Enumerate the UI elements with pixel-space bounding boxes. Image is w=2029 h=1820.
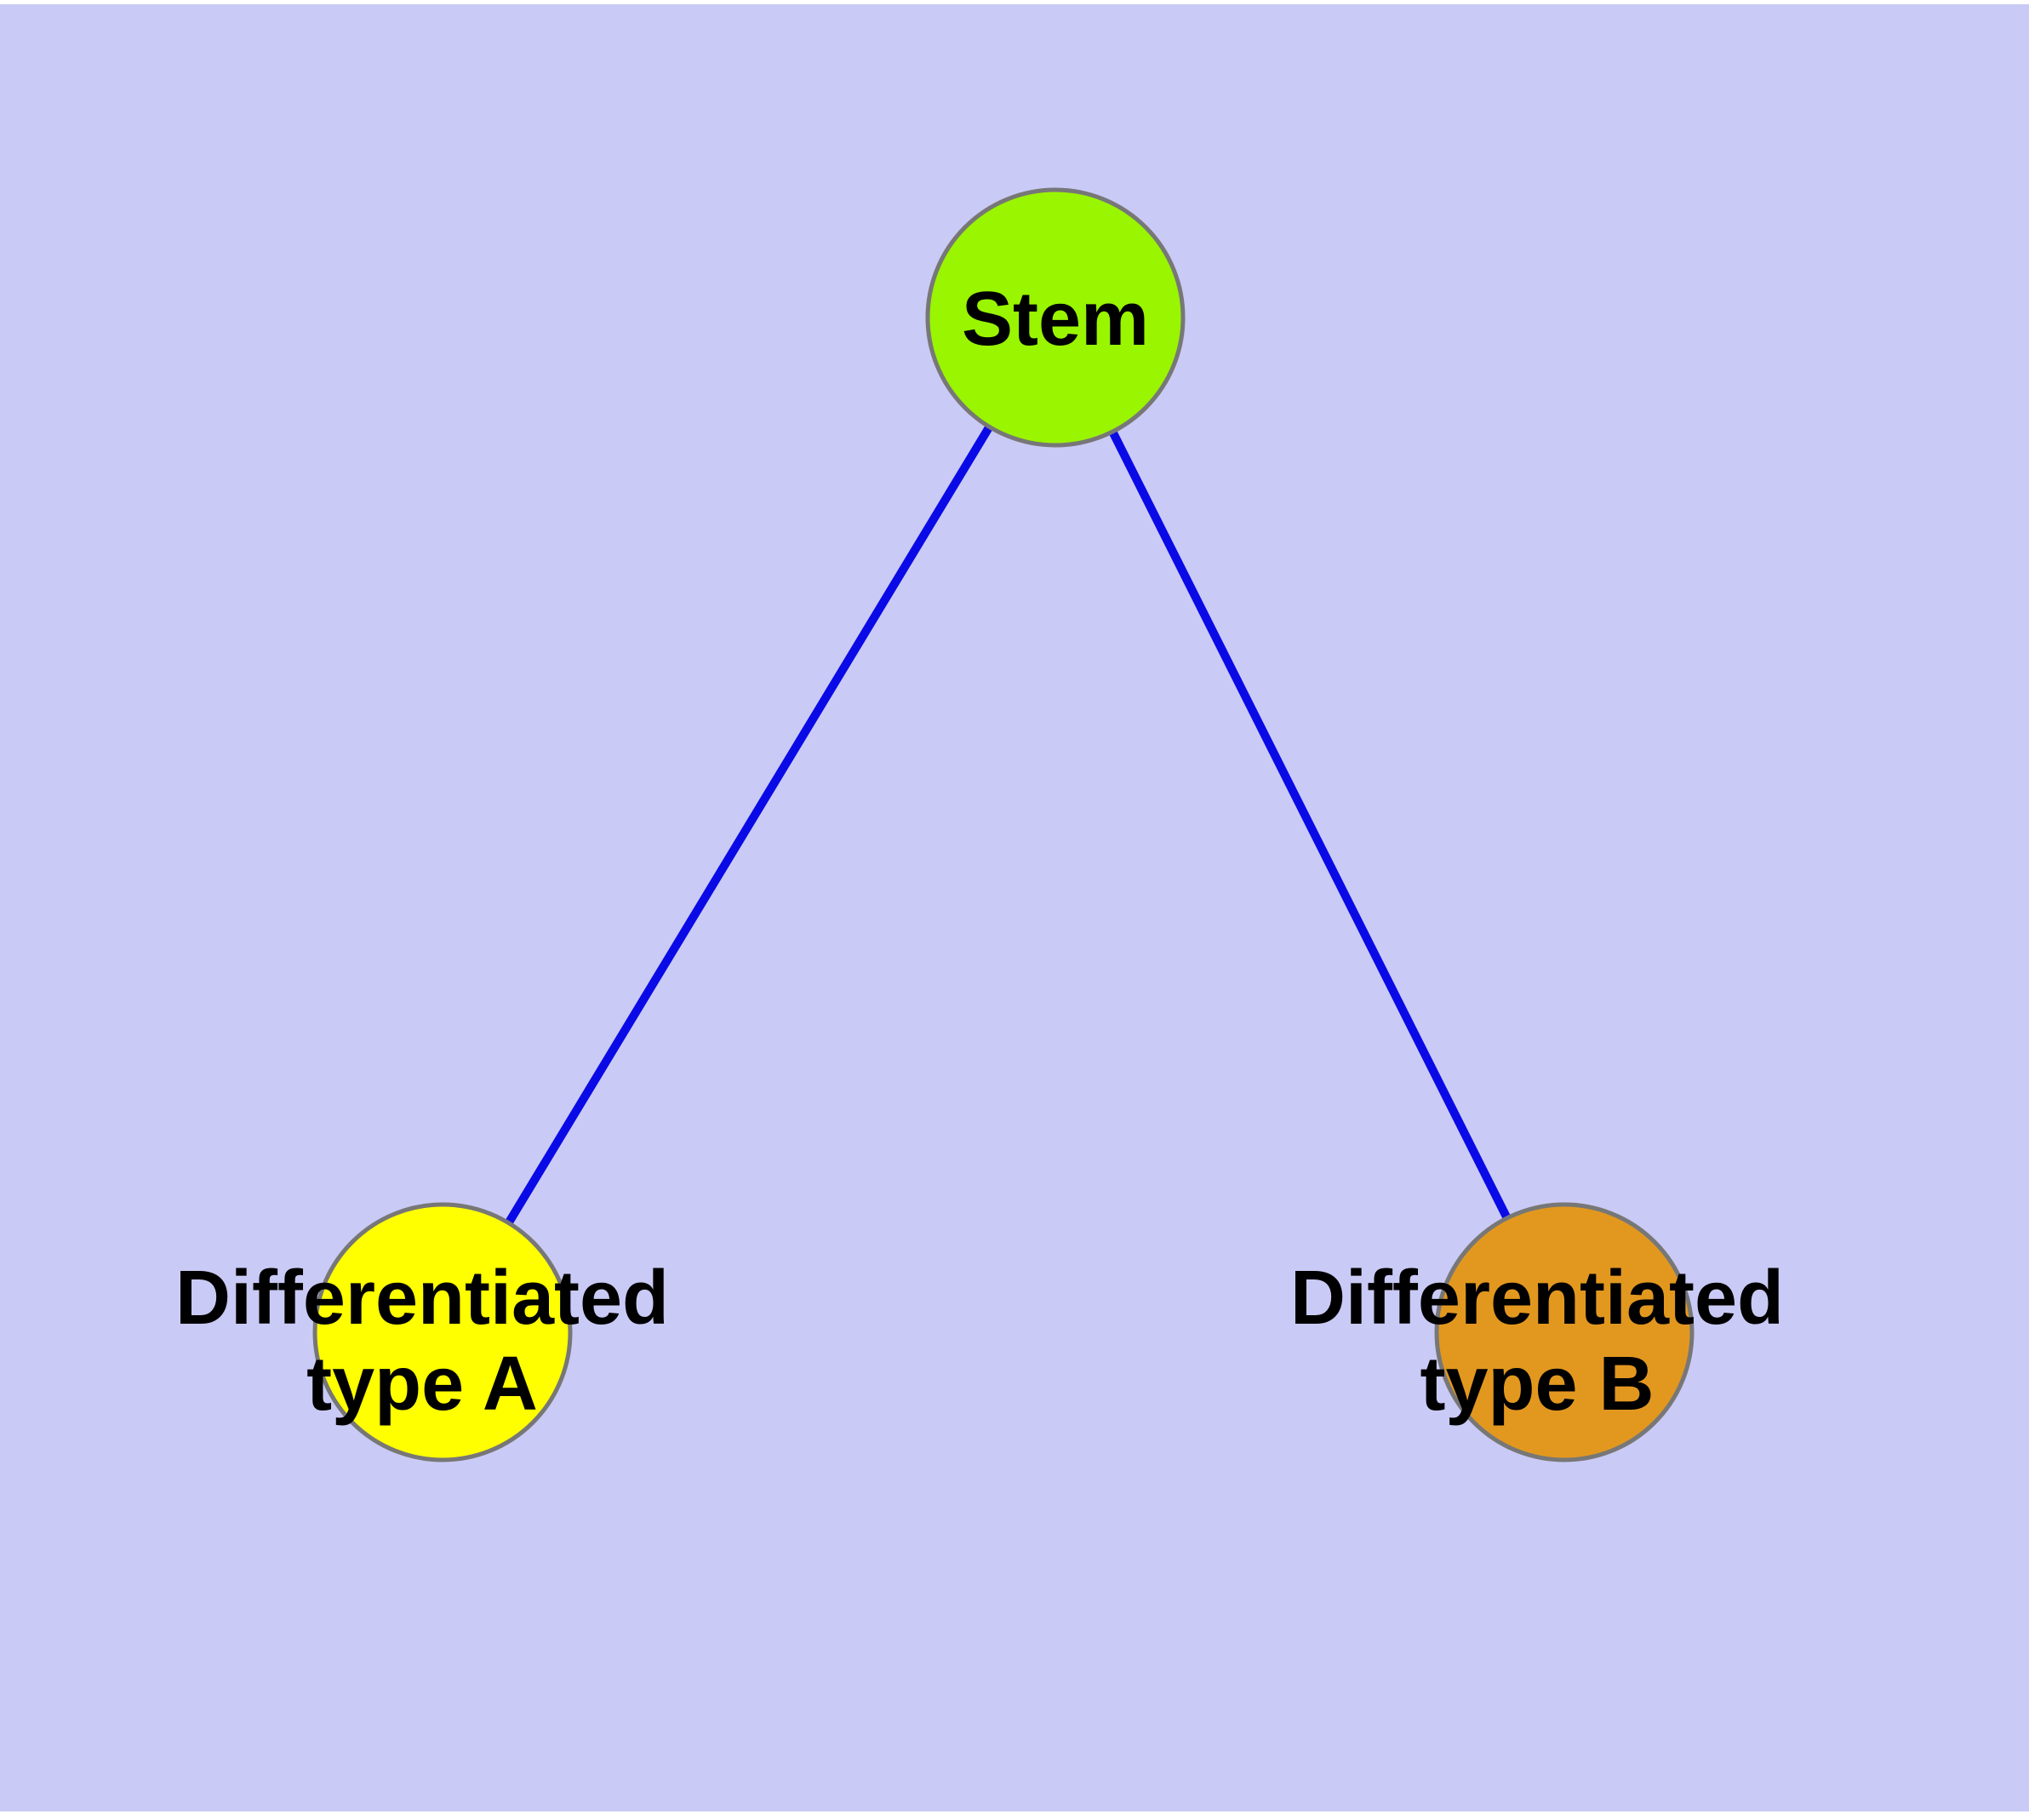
node-stem xyxy=(925,187,1186,448)
node-type-b-label-line2: type B xyxy=(1420,1342,1654,1427)
node-type-a-label-line1: Differentiated xyxy=(175,1256,669,1341)
edge-stem-to-type-b xyxy=(1051,315,1569,1335)
node-type-b-label-line1: Differentiated xyxy=(1290,1256,1784,1341)
node-differentiated-type-a xyxy=(312,1202,573,1462)
node-type-a-label-line2: type A xyxy=(306,1342,538,1427)
node-stem-label: Stem xyxy=(962,277,1149,362)
edge-stem-to-type-a xyxy=(438,315,1060,1335)
node-differentiated-type-b xyxy=(1434,1202,1695,1462)
